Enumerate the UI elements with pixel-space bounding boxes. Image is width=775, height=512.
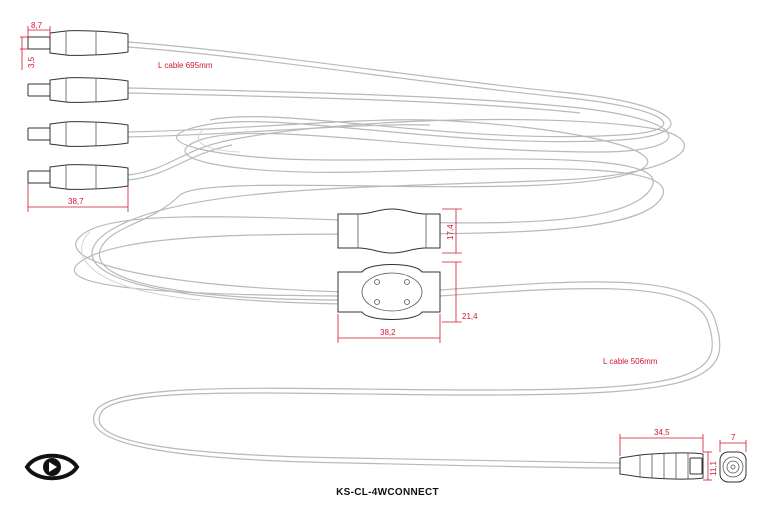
dim-splitter-small-height: 17,4 <box>446 224 455 240</box>
eye-play-logo <box>24 453 80 481</box>
dim-plug-tip-width: 8,7 <box>31 21 43 30</box>
dim-plug-length: 38,7 <box>68 197 84 206</box>
male-plug-4 <box>27 164 129 190</box>
male-plug-2 <box>27 77 129 103</box>
cable-bundle <box>73 41 721 469</box>
male-plug-1 <box>27 30 129 56</box>
splitter-side-view <box>337 208 441 254</box>
dim-splitter-width: 38,2 <box>380 328 396 337</box>
dim-jack-face-width: 7 <box>731 433 736 442</box>
model-code: KS-CL-4WCONNECT <box>336 487 439 498</box>
dim-jack-height: 11,1 <box>709 460 718 476</box>
dim-plug-tip-height: 3,5 <box>27 56 36 68</box>
female-jack <box>619 452 704 480</box>
dim-jack-length: 34,5 <box>654 428 670 437</box>
cable-length-note-lower: L cable 506mm <box>603 357 658 366</box>
splitter-top-view <box>337 264 441 320</box>
dimension-lines <box>20 26 747 481</box>
male-plug-3 <box>27 121 129 147</box>
female-jack-face <box>719 451 747 483</box>
dim-splitter-large-height: 21,4 <box>462 312 478 321</box>
cable-length-note-upper: L cable 695mm <box>158 61 213 70</box>
